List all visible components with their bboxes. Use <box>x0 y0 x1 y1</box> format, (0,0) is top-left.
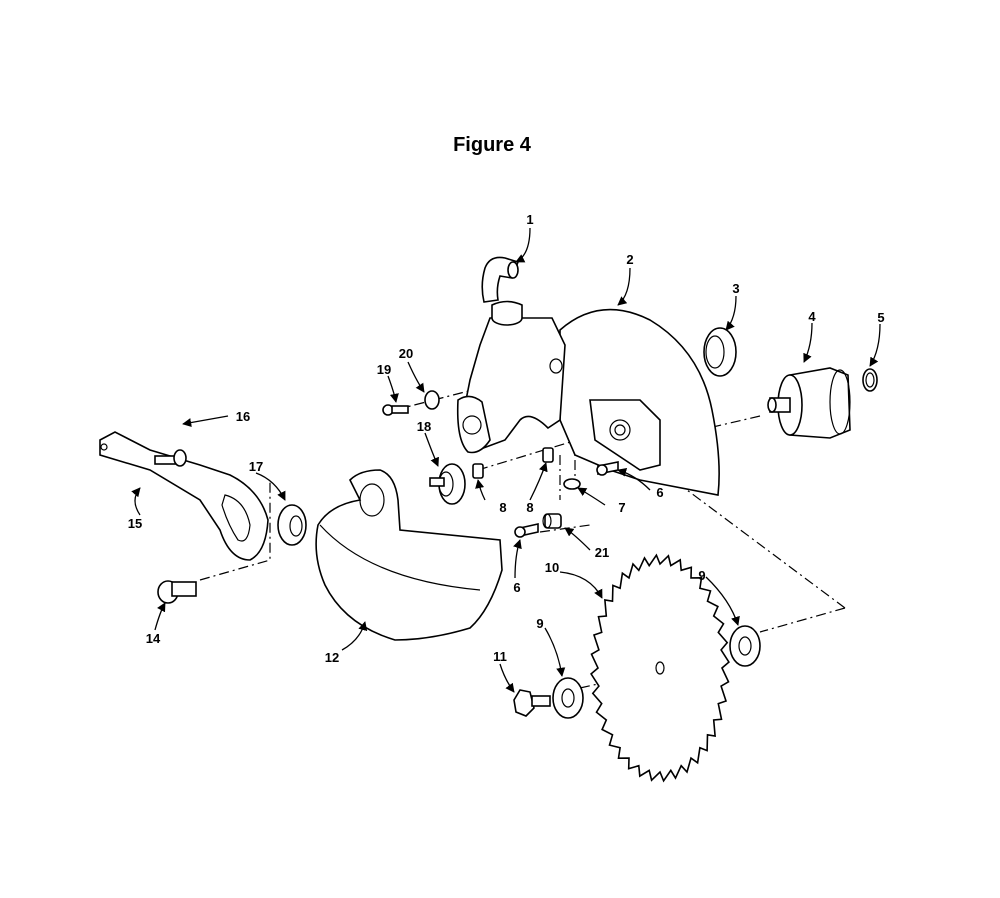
callout-8-right: 8 <box>526 500 533 515</box>
callout-21: 21 <box>595 545 609 560</box>
callout-4: 4 <box>808 309 816 324</box>
callout-7: 7 <box>618 500 625 515</box>
callout-17: 17 <box>249 459 263 474</box>
part-21-spacer <box>542 513 562 529</box>
callout-6-upper: 6 <box>656 485 663 500</box>
callout-9-right: 9 <box>698 568 705 583</box>
part-9-collars <box>552 625 761 719</box>
part-1-elbow-fitting <box>481 256 520 303</box>
part-20-spacer <box>424 390 440 410</box>
part-14-pivot-screw <box>157 580 197 604</box>
part-3-bearing <box>703 327 737 377</box>
callout-1: 1 <box>526 212 533 227</box>
part-6-screws <box>514 461 619 538</box>
callout-20: 20 <box>399 346 413 361</box>
callout-leaders <box>131 227 881 693</box>
callout-2: 2 <box>626 252 633 267</box>
part-8-set-screws <box>472 447 554 479</box>
callout-19: 19 <box>377 362 391 377</box>
part-4-armature <box>767 367 851 439</box>
part-5-retaining-ring <box>862 368 878 392</box>
callout-12: 12 <box>325 650 339 665</box>
callout-8-left: 8 <box>499 500 506 515</box>
part-17-flange <box>277 504 307 546</box>
part-16-screw <box>154 449 187 467</box>
part-7-pin <box>563 478 581 490</box>
callout-5: 5 <box>877 310 884 325</box>
callout-11: 11 <box>493 649 507 664</box>
part-18-bearing <box>429 463 466 505</box>
callout-9-left: 9 <box>536 616 543 631</box>
part-12-lower-guard <box>315 469 503 641</box>
callout-3: 3 <box>732 281 739 296</box>
part-2-upper-guard <box>456 300 720 496</box>
callout-15: 15 <box>128 516 142 531</box>
callout-16: 16 <box>236 409 250 424</box>
callout-10: 10 <box>545 560 559 575</box>
callout-18: 18 <box>417 419 431 434</box>
part-10-saw-blade <box>590 553 730 783</box>
callout-6-lower: 6 <box>513 580 520 595</box>
callout-numbers: 1 2 3 4 5 6 6 7 8 8 9 9 10 11 12 14 15 1… <box>128 212 885 665</box>
part-11-arbor-bolt <box>513 689 551 717</box>
part-15-link-arm <box>99 431 269 561</box>
callout-14: 14 <box>146 631 161 646</box>
figure-title: Figure 4 <box>453 134 531 156</box>
part-19-screw <box>382 404 409 416</box>
